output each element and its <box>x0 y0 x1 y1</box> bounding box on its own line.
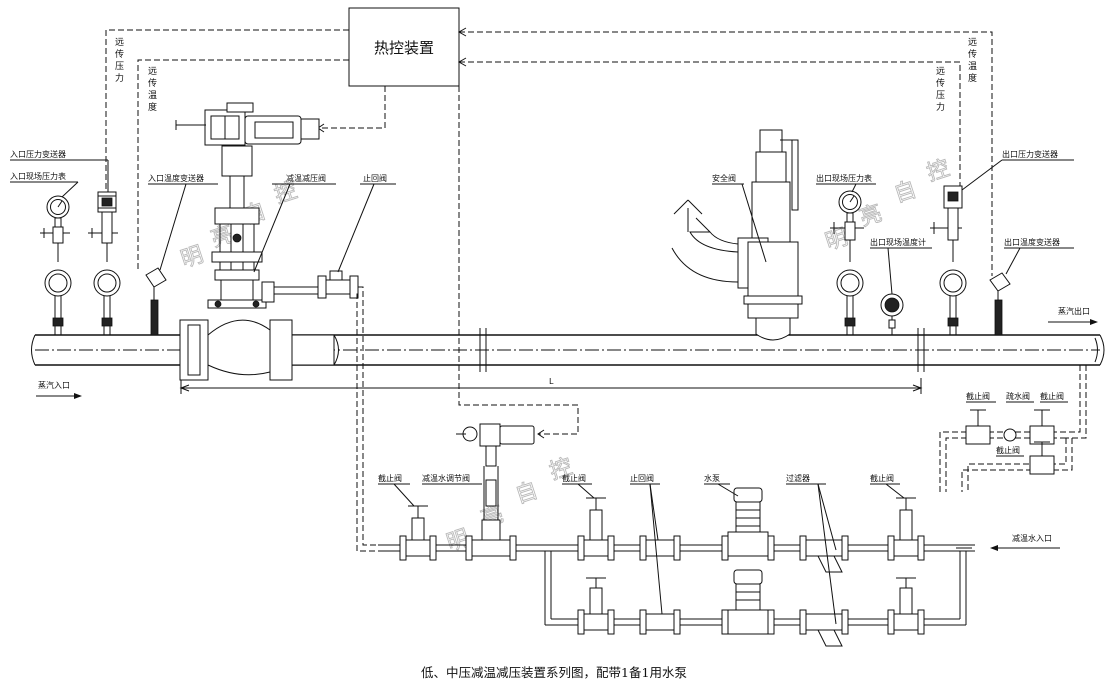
svg-text:控: 控 <box>924 156 953 187</box>
label-stop-valve-b: 截止阀 <box>1040 391 1064 401</box>
check-valve-top <box>317 270 359 299</box>
controller-label: 热控装置 <box>374 39 434 57</box>
svg-text:自: 自 <box>891 177 920 208</box>
inlet-pressure-gauge <box>40 195 72 335</box>
label-check-valve-bottom: 止回阀 <box>630 473 654 483</box>
filter <box>799 535 849 647</box>
label-water-control-valve: 减温水调节阀 <box>422 473 470 483</box>
check-valve-bottom <box>639 535 681 635</box>
svg-text:自: 自 <box>512 478 541 509</box>
remote-label-temp-right: 远传温度 <box>968 37 977 84</box>
remote-label-pressure-right: 远传压力 <box>936 66 945 113</box>
water-inlet-arrow <box>990 545 1060 551</box>
label-safety-valve: 安全阀 <box>712 173 736 183</box>
signal-lines <box>105 27 993 439</box>
svg-text:远传压力: 远传压力 <box>115 37 124 84</box>
steam-outlet-label: 蒸汽出口 <box>1058 306 1090 316</box>
label-stop-valve-d: 截止阀 <box>378 473 402 483</box>
svg-text:亮: 亮 <box>857 201 886 232</box>
remote-label-pressure-left: 远传压力 <box>115 37 124 84</box>
svg-text:明: 明 <box>178 242 207 273</box>
stop-valve-d <box>399 505 437 561</box>
controller-box <box>348 7 460 87</box>
inlet-temperature-transmitter <box>145 267 167 336</box>
safety-valve <box>671 129 803 341</box>
dimension-L <box>179 378 923 394</box>
label-inlet-temperature-transmitter: 入口温度变送器 <box>148 173 204 183</box>
outlet-pressure-transmitter <box>930 185 967 335</box>
water-control-valve <box>456 423 535 561</box>
inlet-pressure-transmitter <box>88 191 121 335</box>
label-drain-valve: 疏水阀 <box>1006 391 1030 401</box>
steam-outlet-arrow <box>1048 319 1098 325</box>
label-stop-valve-c: 截止阀 <box>996 445 1020 455</box>
label-outlet-pressure-transmitter: 出口压力变送器 <box>1002 149 1058 159</box>
label-inlet-pressure-gauge: 入口现场压力表 <box>10 171 66 181</box>
label-filter: 过滤器 <box>786 473 810 483</box>
desuperheat-pipe-vertical <box>356 286 378 552</box>
water-pump <box>721 487 775 635</box>
outlet-pressure-gauge <box>830 190 864 335</box>
stop-valve-e <box>577 497 615 635</box>
label-stop-valve-a: 截止阀 <box>966 391 990 401</box>
label-stop-valve-e: 截止阀 <box>562 473 586 483</box>
stop-valve-f <box>887 497 925 635</box>
drain-assembly <box>939 365 1087 492</box>
label-water-pump: 水泵 <box>704 473 720 483</box>
pressure-reducing-valve <box>175 102 339 381</box>
remote-label-temp-left: 远传温度 <box>148 66 157 113</box>
label-outlet-temperature-transmitter: 出口温度变送器 <box>1004 237 1060 247</box>
water-inlet-label: 减温水入口 <box>1012 533 1052 543</box>
label-outlet-pressure-gauge: 出口现场压力表 <box>816 173 872 183</box>
outlet-temperature-transmitter <box>989 272 1011 336</box>
label-stop-valve-f: 截止阀 <box>870 473 894 483</box>
outlet-thermometer <box>880 293 904 335</box>
label-check-valve-top: 止回阀 <box>363 173 387 183</box>
dimension-L-label: L <box>549 377 554 386</box>
label-outlet-thermometer: 出口现场温度计 <box>870 237 926 247</box>
steam-inlet-label: 蒸汽入口 <box>38 380 70 390</box>
figure-caption: 低、中压减温减压装置系列图，配带1备1用水泵 <box>421 665 687 680</box>
steam-inlet-arrow <box>36 393 82 399</box>
label-pressure-reducing-valve: 减温减压阀 <box>286 173 326 183</box>
label-inlet-pressure-transmitter: 入口压力变送器 <box>10 149 66 159</box>
